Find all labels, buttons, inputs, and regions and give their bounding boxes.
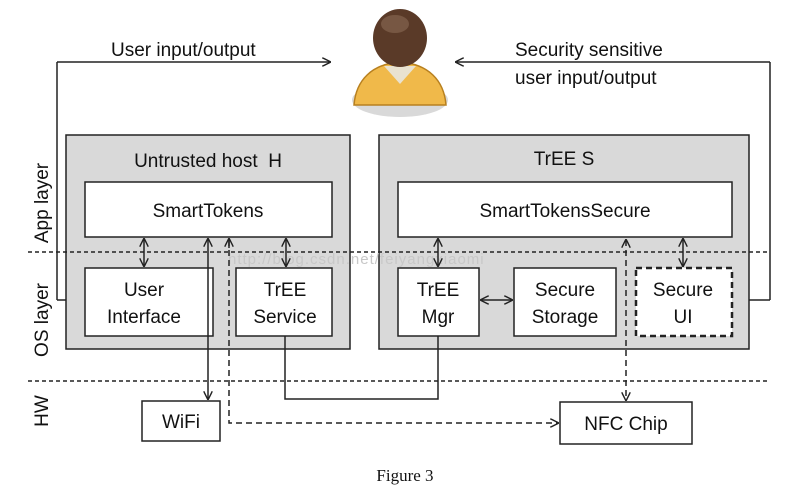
smarttokens-box: [84, 181, 333, 238]
user-interface-label-line2: Interface: [107, 307, 181, 328]
tree-service-label-line1: TrEE: [264, 280, 307, 301]
user-io-label: User input/output: [111, 40, 256, 61]
secure-storage-label-line2: Storage: [532, 307, 599, 328]
nfc-chip-label: NFC Chip: [584, 414, 667, 435]
figure-caption: Figure 3: [376, 466, 433, 485]
link-treeservice-treemgr: [284, 336, 439, 400]
tree-mgr-label-line2: Mgr: [422, 307, 455, 328]
user-interface-box: [84, 267, 214, 337]
nfc-chip-box: [559, 401, 693, 445]
smarttokens-label: SmartTokens: [153, 201, 264, 222]
wifi-label: WiFi: [162, 412, 200, 433]
person-icon: [352, 9, 448, 117]
tree-service-label-line2: Service: [253, 307, 316, 328]
secure-io-label-line1: Security sensitive: [515, 40, 663, 61]
user-interface-label-line1: User: [124, 280, 165, 301]
watermark: http://blog.csdn.net/feiyangxiaomi: [228, 251, 485, 268]
tree-mgr-label-line1: TrEE: [417, 280, 460, 301]
dashed-smarttokens-to-nfc: [228, 240, 558, 423]
tree-service-box: [235, 267, 333, 337]
untrusted-host-title: Untrusted host H: [134, 151, 282, 172]
hw-label: HW: [32, 395, 53, 427]
secure-ui-box: [634, 266, 734, 338]
wifi-box: [141, 400, 221, 442]
secure-storage-label-line1: Secure: [535, 280, 595, 301]
secure-ui-label-line1: Secure: [653, 280, 713, 301]
secure-ui-label-line2: UI: [674, 307, 693, 328]
secure-storage-box: [513, 267, 617, 337]
smarttokens-secure-box: [397, 181, 733, 238]
secure-io-label-line2: user input/output: [515, 68, 657, 89]
tree-title: TrEE S: [534, 149, 595, 170]
os-layer-label: OS layer: [32, 282, 53, 357]
app-layer-label: App layer: [32, 162, 53, 243]
smarttokens-secure-label: SmartTokensSecure: [479, 201, 650, 222]
